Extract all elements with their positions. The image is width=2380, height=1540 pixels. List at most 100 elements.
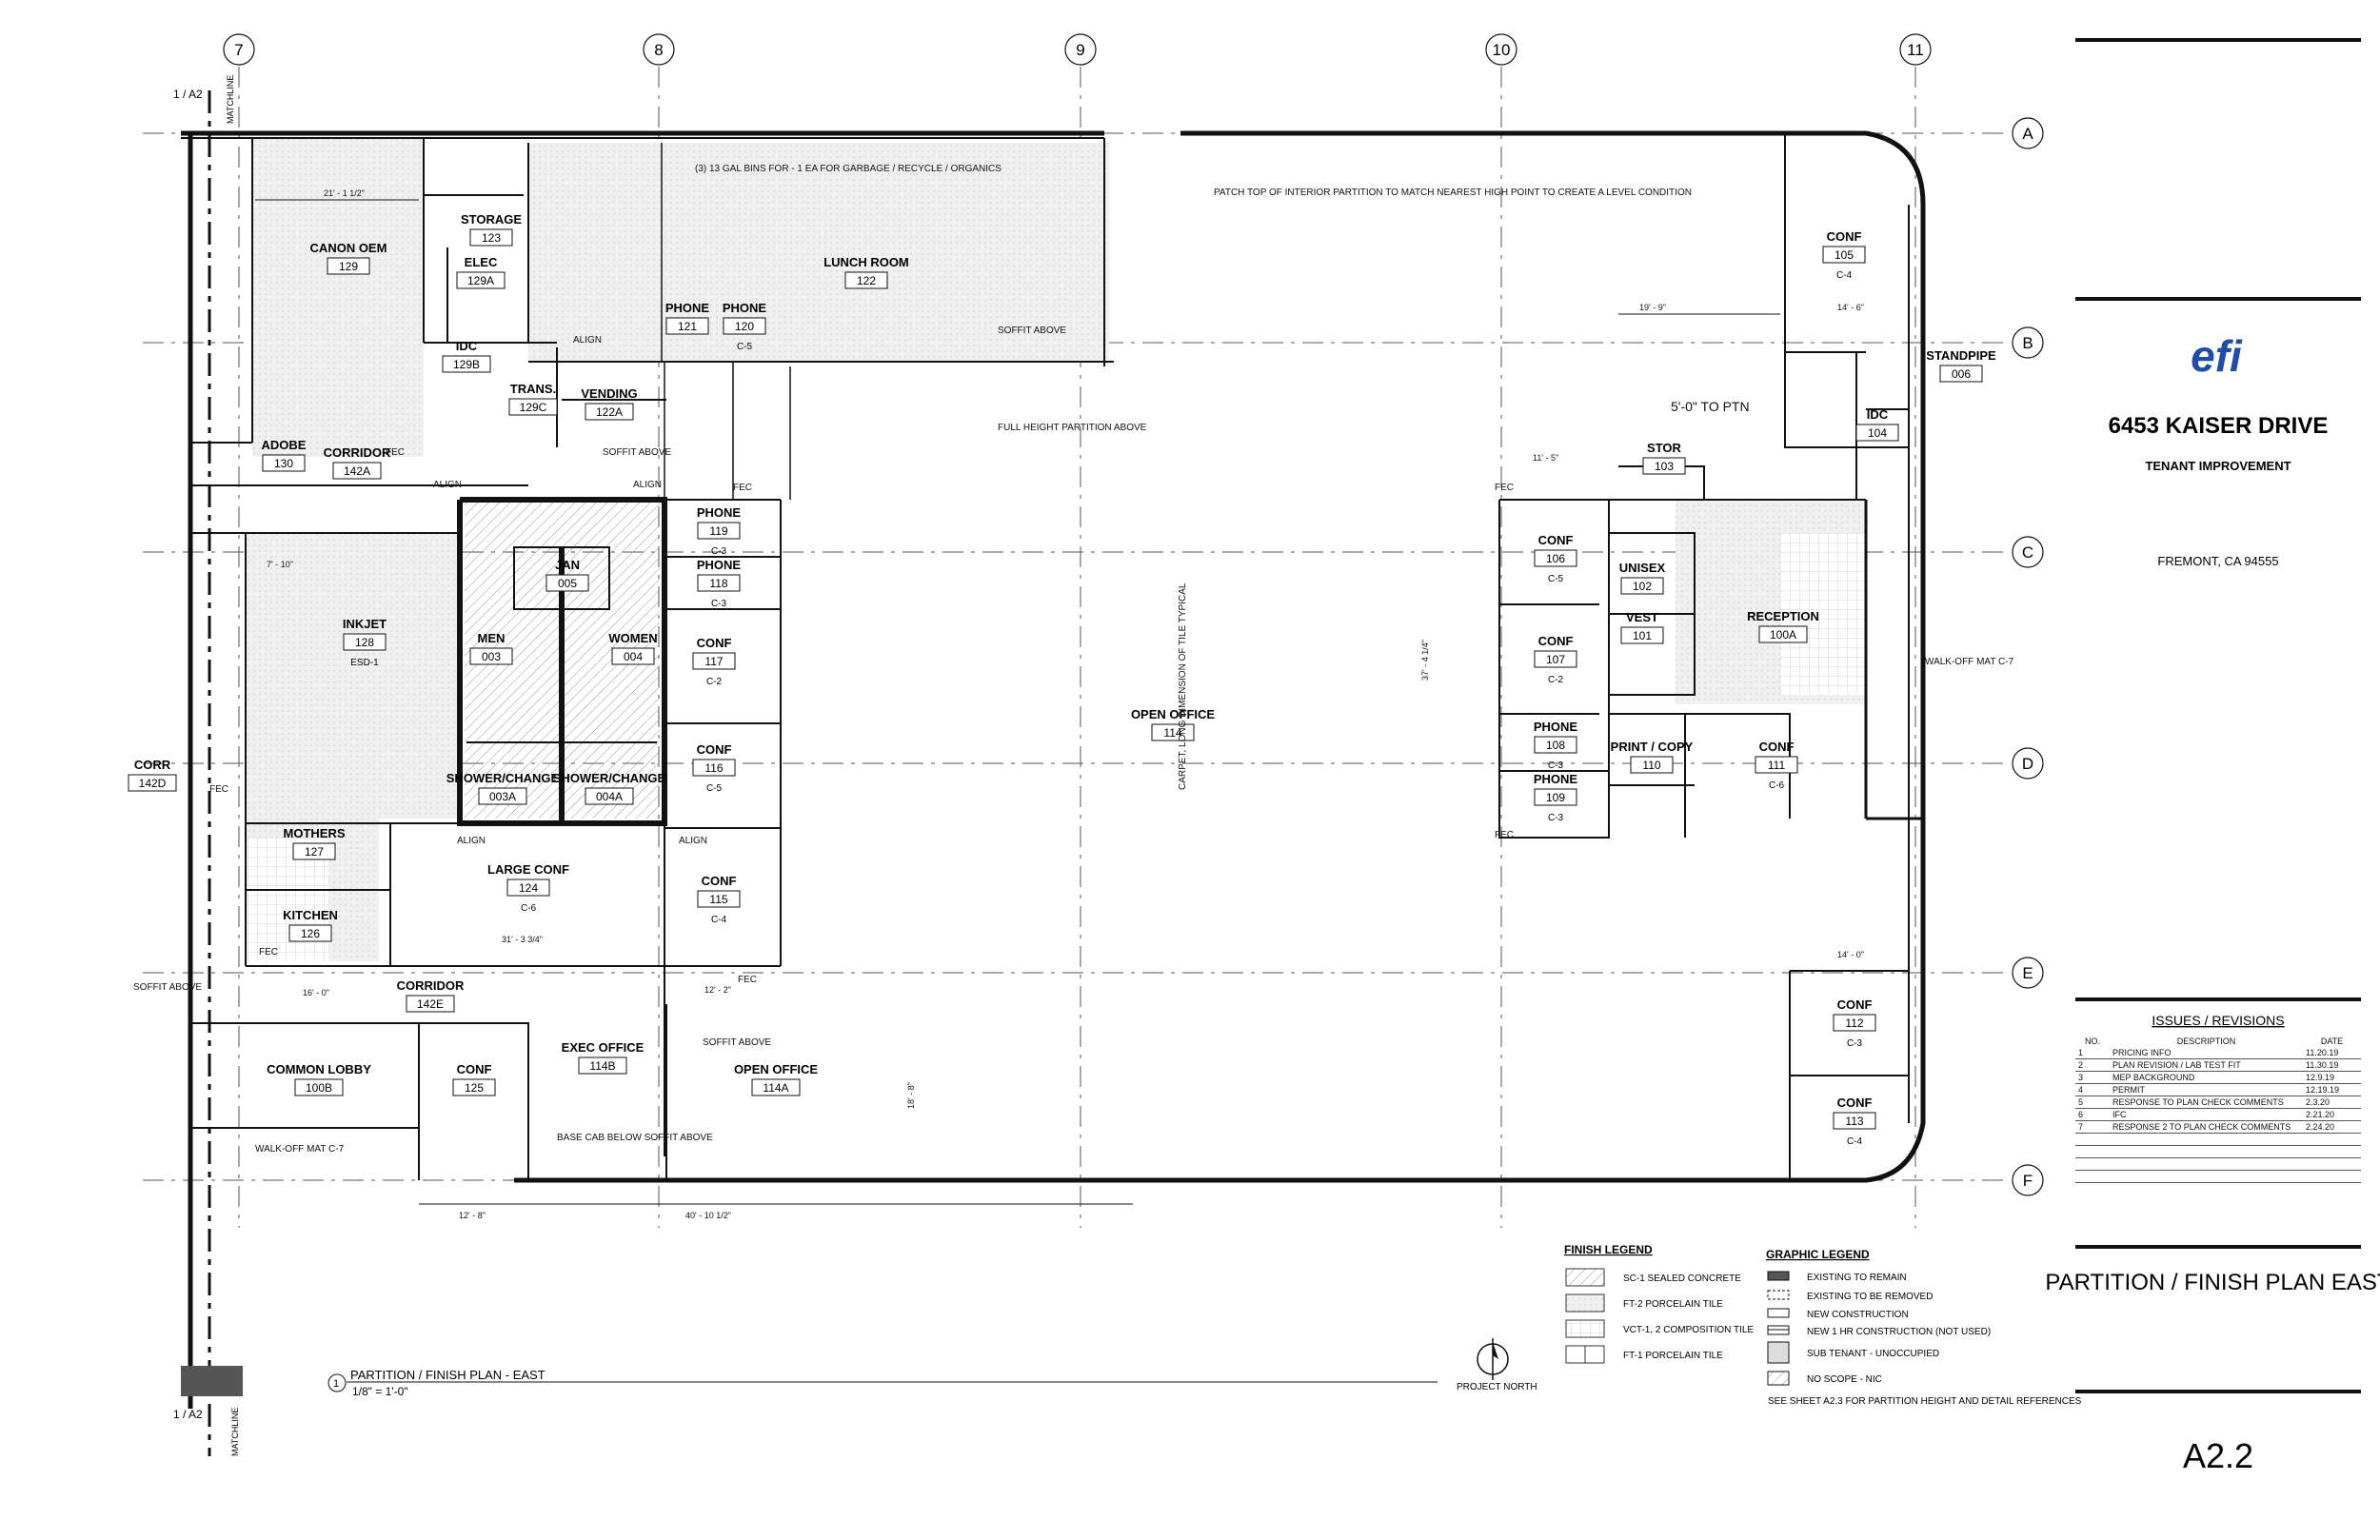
project-subtitle: TENANT IMPROVEMENT	[2145, 459, 2291, 473]
room-number: 103	[1655, 460, 1674, 473]
room-number: 126	[301, 927, 320, 940]
issues-title: ISSUES / REVISIONS	[2152, 1013, 2284, 1028]
room-name: LUNCH ROOM	[823, 255, 909, 269]
issue-description: IFC	[2110, 1108, 2303, 1121]
room-name: CONF	[1827, 229, 1862, 244]
room-name: STANDPIPE	[1926, 348, 1996, 363]
svg-text:11: 11	[1907, 41, 1924, 59]
room-number: 127	[305, 845, 324, 859]
svg-text:9: 9	[1076, 41, 1084, 59]
svg-text:F: F	[2023, 1172, 2033, 1190]
room-name: VEST	[1626, 610, 1658, 624]
room-name: CONF	[702, 874, 737, 888]
issue-no: 1	[2075, 1047, 2110, 1059]
room-finish-code: C-2	[1548, 675, 1564, 685]
issue-no: 7	[2075, 1120, 2110, 1134]
room-number: 119	[709, 524, 727, 538]
room-number: 112	[1845, 1017, 1863, 1030]
room-name: PHONE	[697, 558, 742, 572]
issue-description: PERMIT	[2110, 1083, 2303, 1096]
room-number: 101	[1633, 629, 1652, 642]
room-name: CONF	[457, 1062, 492, 1076]
dim-10: 11' - 5"	[1533, 453, 1558, 463]
project-name: 6453 KAISER DRIVE	[2109, 413, 2329, 439]
room-number: 115	[709, 893, 727, 906]
graphic-legend-item-1: EXISTING TO REMAIN	[1807, 1273, 1907, 1283]
svg-text:E: E	[2022, 964, 2033, 982]
dim-3: 14' - 6"	[1837, 303, 1864, 312]
room-name: SHOWER/CHANGE	[553, 771, 666, 785]
room-number: 003	[482, 650, 501, 663]
room-name: ELEC	[465, 255, 498, 269]
room-name: OPEN OFFICE	[734, 1062, 818, 1076]
room-number: 006	[1952, 367, 1971, 381]
room-finish-code: C-3	[711, 599, 727, 609]
dim-2: 19' - 9"	[1639, 303, 1666, 312]
note-fec-5: FEC	[738, 975, 757, 985]
room-number: 105	[1835, 248, 1854, 262]
issue-date: 2.24.20	[2303, 1120, 2361, 1134]
plan-title: 1 PARTITION / FINISH PLAN - EAST 1/8" = …	[327, 1368, 1438, 1398]
a2-ref-top: 1 / A2	[173, 88, 203, 101]
room-number: 120	[735, 320, 754, 333]
room-name: IDC	[1867, 407, 1889, 422]
room-finish-code: C-5	[1548, 574, 1564, 584]
room-number: 142D	[139, 777, 167, 790]
finish-legend-item-3: VCT-1, 2 COMPOSITION TILE	[1623, 1325, 1754, 1335]
svg-text:7: 7	[234, 41, 243, 59]
room-name: IDC	[456, 339, 478, 353]
note-fec-6: FEC	[1495, 483, 1514, 493]
room-number: 117	[704, 655, 723, 668]
room-name: CORRIDOR	[397, 978, 465, 993]
issue-row-empty	[2075, 1157, 2361, 1171]
graphic-legend-note: SEE SHEET A2.3 FOR PARTITION HEIGHT AND …	[1768, 1396, 2082, 1407]
room-number: 110	[1642, 759, 1660, 772]
room-name: STOR	[1647, 441, 1681, 455]
room-name: STORAGE	[461, 212, 522, 227]
room-number: 129B	[453, 358, 480, 371]
room-name: KITCHEN	[283, 908, 338, 922]
plan-title-scale: 1/8" = 1'-0"	[352, 1385, 408, 1398]
room-tag-trans: TRANS.129C	[508, 382, 558, 416]
finish-legend-item-1: SC-1 SEALED CONCRETE	[1623, 1273, 1741, 1284]
graphic-legend-item-4: NEW 1 HR CONSTRUCTION (NOT USED)	[1807, 1327, 1991, 1337]
issue-no: 3	[2075, 1071, 2110, 1084]
issues-header-description: DESCRIPTION	[2176, 1037, 2236, 1046]
finish-legend-item-4: FT-1 PORCELAIN TILE	[1623, 1351, 1723, 1361]
room-number: 122	[857, 274, 876, 287]
issue-description: RESPONSE TO PLAN CHECK COMMENTS	[2110, 1096, 2303, 1109]
note-soffit-3: SOFFIT ABOVE	[133, 982, 202, 993]
sheet-title: PARTITION / FINISH PLAN EAST	[2045, 1270, 2380, 1295]
note-soffit-4: SOFFIT ABOVE	[703, 1037, 771, 1048]
room-number: 142A	[344, 464, 370, 478]
grid-bubble-row-E: E	[2012, 957, 2044, 989]
room-number: 129	[339, 260, 358, 273]
room-name: CONF	[1759, 740, 1795, 754]
dim-12: 18' - 8"	[906, 1082, 916, 1109]
svg-text:D: D	[2022, 755, 2033, 773]
dim-7: 12' - 8"	[459, 1211, 486, 1220]
room-finish-code: C-2	[706, 677, 723, 687]
room-finish-code: C-4	[1847, 1136, 1863, 1147]
